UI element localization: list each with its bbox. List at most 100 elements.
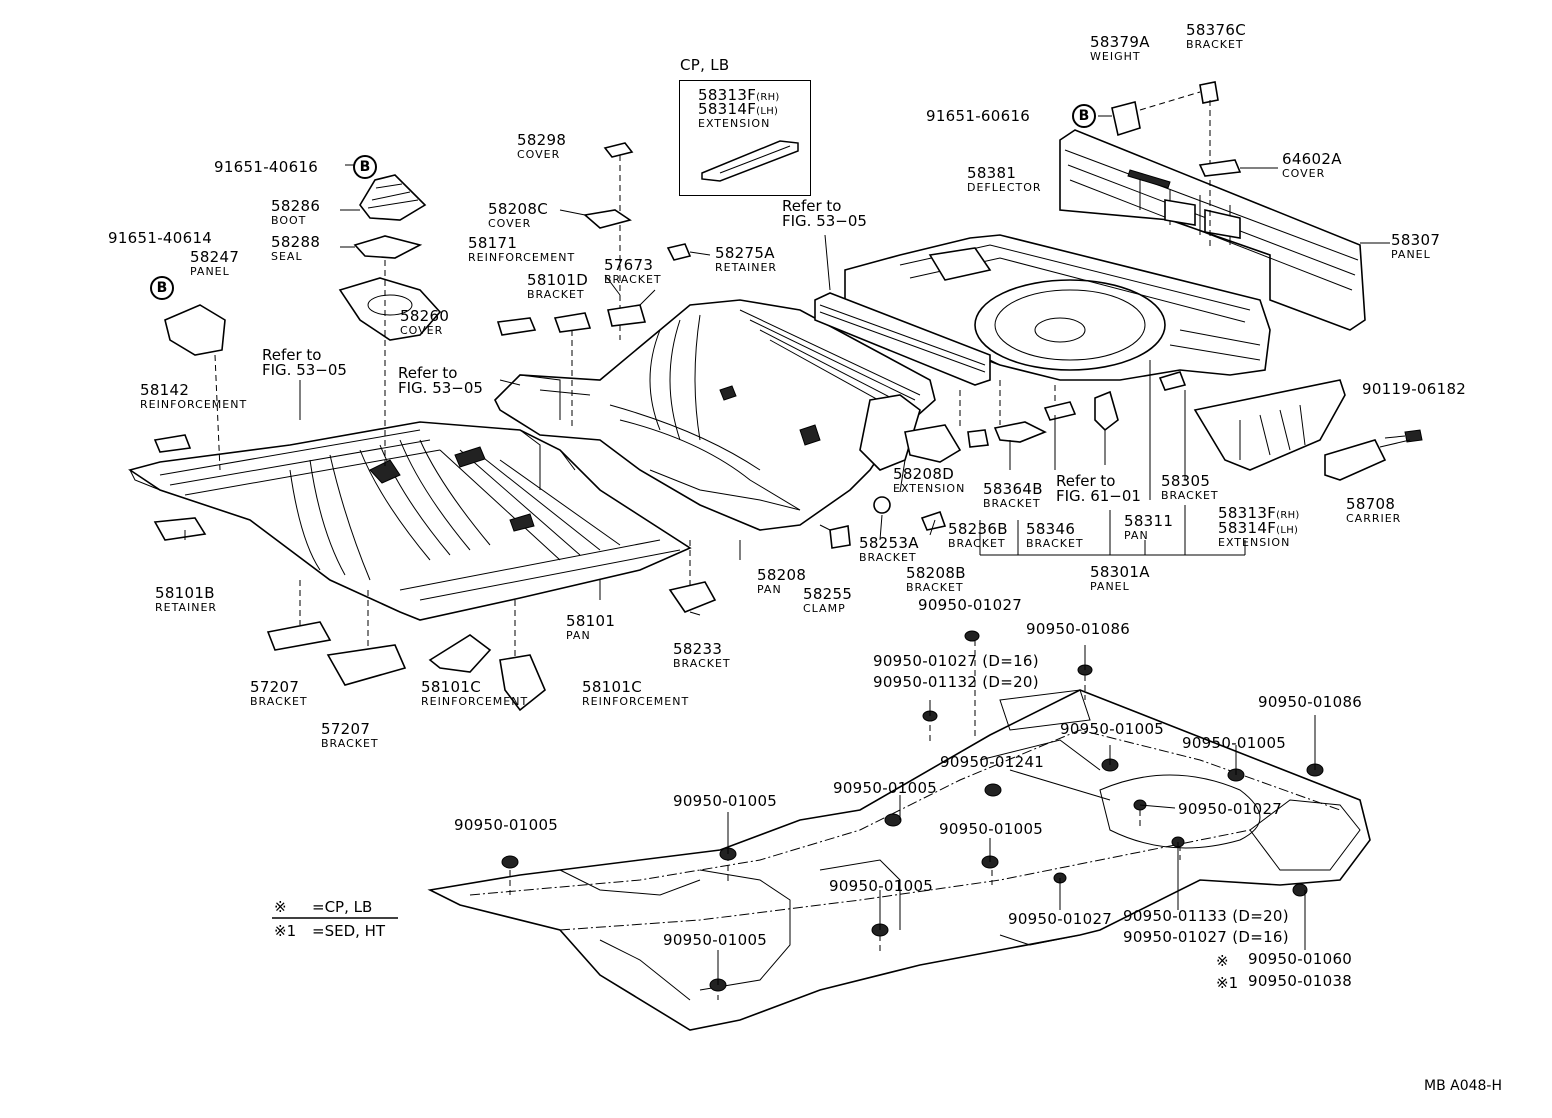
part-number: 58101C (421, 678, 481, 696)
part-name: BRACKET (859, 551, 917, 564)
part-number: 58376C (1186, 21, 1246, 39)
part-name: BRACKET (1161, 489, 1219, 502)
part-name: PANEL (190, 265, 230, 278)
inset-title: CP, LB (680, 56, 730, 74)
part-name: PAN (757, 583, 782, 596)
part-number: 58171 (468, 234, 518, 252)
part-number: 58255 (803, 585, 853, 603)
plug-label: 90950-01027 (918, 596, 1023, 614)
plug-label: 90950-01060 (1248, 950, 1353, 968)
part-name: RETAINER (715, 261, 778, 274)
part-number: 58208B (906, 564, 966, 582)
bolt-b-symbol: B (150, 276, 174, 300)
plug-label: 90950-01133 (D=20) (1123, 907, 1289, 925)
part-name: PAN (1124, 529, 1149, 542)
part-number: 90119-06182 (1362, 380, 1467, 398)
part-number: 58288 (271, 233, 321, 251)
rear-ext-name: EXTENSION (1218, 536, 1291, 549)
part-number: 58364B (983, 480, 1043, 498)
inset-part1: 58313F(RH) (698, 86, 780, 104)
part-number: 58247 (190, 248, 240, 266)
plug-label: 90950-01027 (1178, 800, 1283, 818)
part-number: 58142 (140, 381, 190, 399)
part-number: 58708 (1346, 495, 1396, 513)
part-number: 64602A (1282, 150, 1342, 168)
part-number: 58379A (1090, 33, 1150, 51)
part-name: BRACKET (983, 497, 1041, 510)
part-number: 58101 (566, 612, 616, 630)
rear-panel-drawing (1059, 129, 1366, 331)
rear-extension-drawing (1193, 379, 1423, 481)
part-number: 58381 (967, 164, 1017, 182)
part-name: COVER (1282, 167, 1326, 180)
plug-label: 90950-01027 (D=16) (1123, 928, 1289, 946)
part-name: COVER (488, 217, 532, 230)
part-name: RETAINER (155, 601, 218, 614)
rear-ext-part1: 58313F(RH) (1218, 504, 1300, 522)
part-number: 91651-40614 (108, 229, 213, 247)
part-label-91651-60616: 91651-60616 (926, 109, 1030, 124)
part-number: 57673 (604, 256, 654, 274)
part-name: BRACKET (604, 273, 662, 286)
part-number: 58307 (1391, 231, 1441, 249)
legend-mark-2: ※1 (274, 922, 297, 940)
part-name: COVER (517, 148, 561, 161)
part-number: 58253A (859, 534, 919, 552)
small-parts-drawing (153, 81, 1411, 712)
part-name: COVER (400, 324, 444, 337)
plug-label: 90950-01086 (1258, 693, 1363, 711)
part-name: BRACKET (527, 288, 585, 301)
part-number: 58260 (400, 307, 450, 325)
inset-name: EXTENSION (698, 117, 771, 130)
part-number: 58311 (1124, 512, 1174, 530)
part-name: BRACKET (1186, 38, 1244, 51)
part-name: BRACKET (250, 695, 308, 708)
plug-label: 90950-01241 (940, 753, 1045, 771)
part-name: BRACKET (906, 581, 964, 594)
part-number: 58346 (1026, 520, 1076, 538)
bolt-b-symbol: B (1072, 104, 1096, 128)
inset-part2: 58314F(LH) (698, 100, 779, 118)
plug-label: 90950-01027 (1008, 910, 1113, 928)
part-number: 58236B (948, 520, 1008, 538)
plug-label: 90950-01005 (829, 877, 934, 895)
diagram-code: MB A048-H (1424, 1078, 1503, 1094)
inset-box (679, 80, 811, 196)
part-number: 58101B (155, 584, 215, 602)
part-number: 58208D (893, 465, 955, 483)
part-name: PANEL (1090, 580, 1130, 593)
part-label-91651-40614: 91651-40614 (108, 231, 212, 246)
part-name: SEAL (271, 250, 303, 263)
rear-ext-part2: 58314F(LH) (1218, 519, 1299, 537)
part-name: DEFLECTOR (967, 181, 1042, 194)
part-number: 58305 (1161, 472, 1211, 490)
part-number: 58208C (488, 200, 548, 218)
plug-label: 90950-01005 (454, 816, 559, 834)
part-number: 58101C (582, 678, 642, 696)
